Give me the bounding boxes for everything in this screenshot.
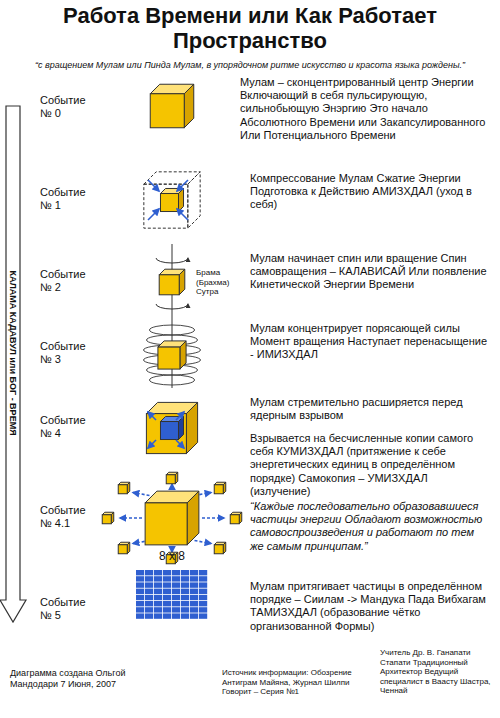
grid-8x8 (136, 570, 208, 620)
cube (158, 341, 186, 369)
grid-block: 8 x 8 (132, 548, 212, 622)
label-text: “Каждые последовательно образовавшиеся ч… (250, 500, 482, 552)
arrow (148, 209, 159, 220)
text-label: Событие № 2 (40, 268, 96, 294)
text-label: Событие № 1 (40, 186, 96, 212)
cube (145, 491, 199, 545)
label-text: Событие № 2 (40, 268, 86, 293)
time-arrow (0, 106, 26, 622)
label-text: Событие № 5 (40, 596, 86, 621)
label-text: Мулам начинает спин или вращение Спин са… (250, 252, 487, 290)
text-label: Брама (Брахма) Сутра (196, 268, 252, 297)
arrow (133, 493, 150, 496)
text-label: Мулам – сконцентрированный центр Энергии… (240, 76, 490, 142)
label-text: Диаграмма создана Ольгой Мандодари 7 Июн… (10, 668, 125, 689)
cube (214, 542, 226, 554)
cube (146, 402, 197, 453)
text-label: Учитель Др. В. Ганапати Стапати Традицио… (380, 648, 496, 696)
text-label: Событие № 3 (40, 340, 96, 366)
arrow (177, 180, 188, 191)
arrow (148, 412, 156, 420)
cube (102, 512, 114, 524)
label-text: Источник информации: Обозрение Антиграм … (222, 668, 352, 696)
text-label: Мулам начинает спин или вращение Спин са… (250, 252, 490, 292)
ring (150, 375, 195, 385)
cube (150, 84, 194, 128)
label-text: Событие № 3 (40, 340, 86, 365)
label-text: Мулам – сконцентрированный центр Энергии… (240, 76, 485, 141)
cube (166, 472, 178, 484)
text-label: Событие № 4.1 (40, 504, 96, 530)
text-label: Взрывается на бесчисленные копии самого … (250, 432, 490, 498)
cube (144, 172, 200, 228)
arrow (171, 484, 173, 488)
cube (159, 269, 185, 295)
text-label: Мулам стремительно расширяется перед яде… (250, 396, 475, 422)
cube (160, 416, 183, 439)
label-text: Событие № 0 (40, 94, 86, 119)
label-text: Мулам притягивает частицы в определённом… (250, 580, 486, 632)
arrow (177, 209, 188, 220)
text-label: Источник информации: Обозрение Антиграм … (222, 668, 372, 697)
label-text: Брама (Брахма) Сутра (196, 268, 229, 296)
text-label: Диаграмма создана Ольгой Мандодари 7 Июн… (10, 668, 130, 690)
label-text: Учитель Др. В. Ганапати Стапати Традицио… (380, 648, 491, 695)
cube (230, 512, 242, 524)
label-text: Мулам концентрирует порясающей силы Моме… (250, 322, 487, 360)
arrow (148, 440, 156, 448)
text-label: Мулам притягивает частицы в определённом… (250, 580, 490, 633)
label-text: Событие № 1 (40, 186, 86, 211)
cube (214, 482, 226, 494)
ring (150, 325, 195, 335)
node-text: КАЛАМА КАДАВУЛ или БОГ - ВРЕМЯ (8, 270, 18, 435)
label-text: Событие № 4 (40, 414, 86, 439)
label-text: Компрессование Мулам Сжатие Энергии Подг… (250, 172, 472, 210)
text-label: “с вращением Мулам или Пинда Мулам, в уп… (20, 60, 480, 71)
cube (118, 542, 130, 554)
label-text: Мулам стремительно расширяется перед яде… (250, 396, 463, 421)
arrow (120, 517, 142, 519)
arrow (195, 541, 212, 544)
text-label: Событие № 4 (40, 414, 96, 440)
text-label: Компрессование Мулам Сжатие Энергии Подг… (250, 172, 485, 212)
arrow (202, 517, 224, 519)
text-label: Событие № 0 (40, 94, 96, 120)
text-label: Событие № 5 (40, 596, 96, 622)
cube (160, 188, 183, 211)
arrow (176, 440, 184, 448)
cube (118, 482, 130, 494)
label-text: “с вращением Мулам или Пинда Мулам, в уп… (35, 60, 465, 70)
arrow (176, 412, 184, 420)
text-label: Мулам концентрирует порясающей силы Моме… (250, 322, 490, 362)
node-text: 8 x 8 (132, 548, 212, 564)
time-band: КАЛАМА КАДАВУЛ или БОГ - ВРЕМЯ (6, 106, 20, 600)
label-text: Событие № 4.1 (40, 504, 86, 529)
arrow (148, 180, 159, 191)
text-label: “Каждые последовательно образовавшиеся ч… (250, 500, 488, 553)
title: Работа Времени или Как Работает Простран… (30, 4, 470, 53)
label-text: Взрывается на бесчисленные копии самого … (250, 432, 473, 497)
